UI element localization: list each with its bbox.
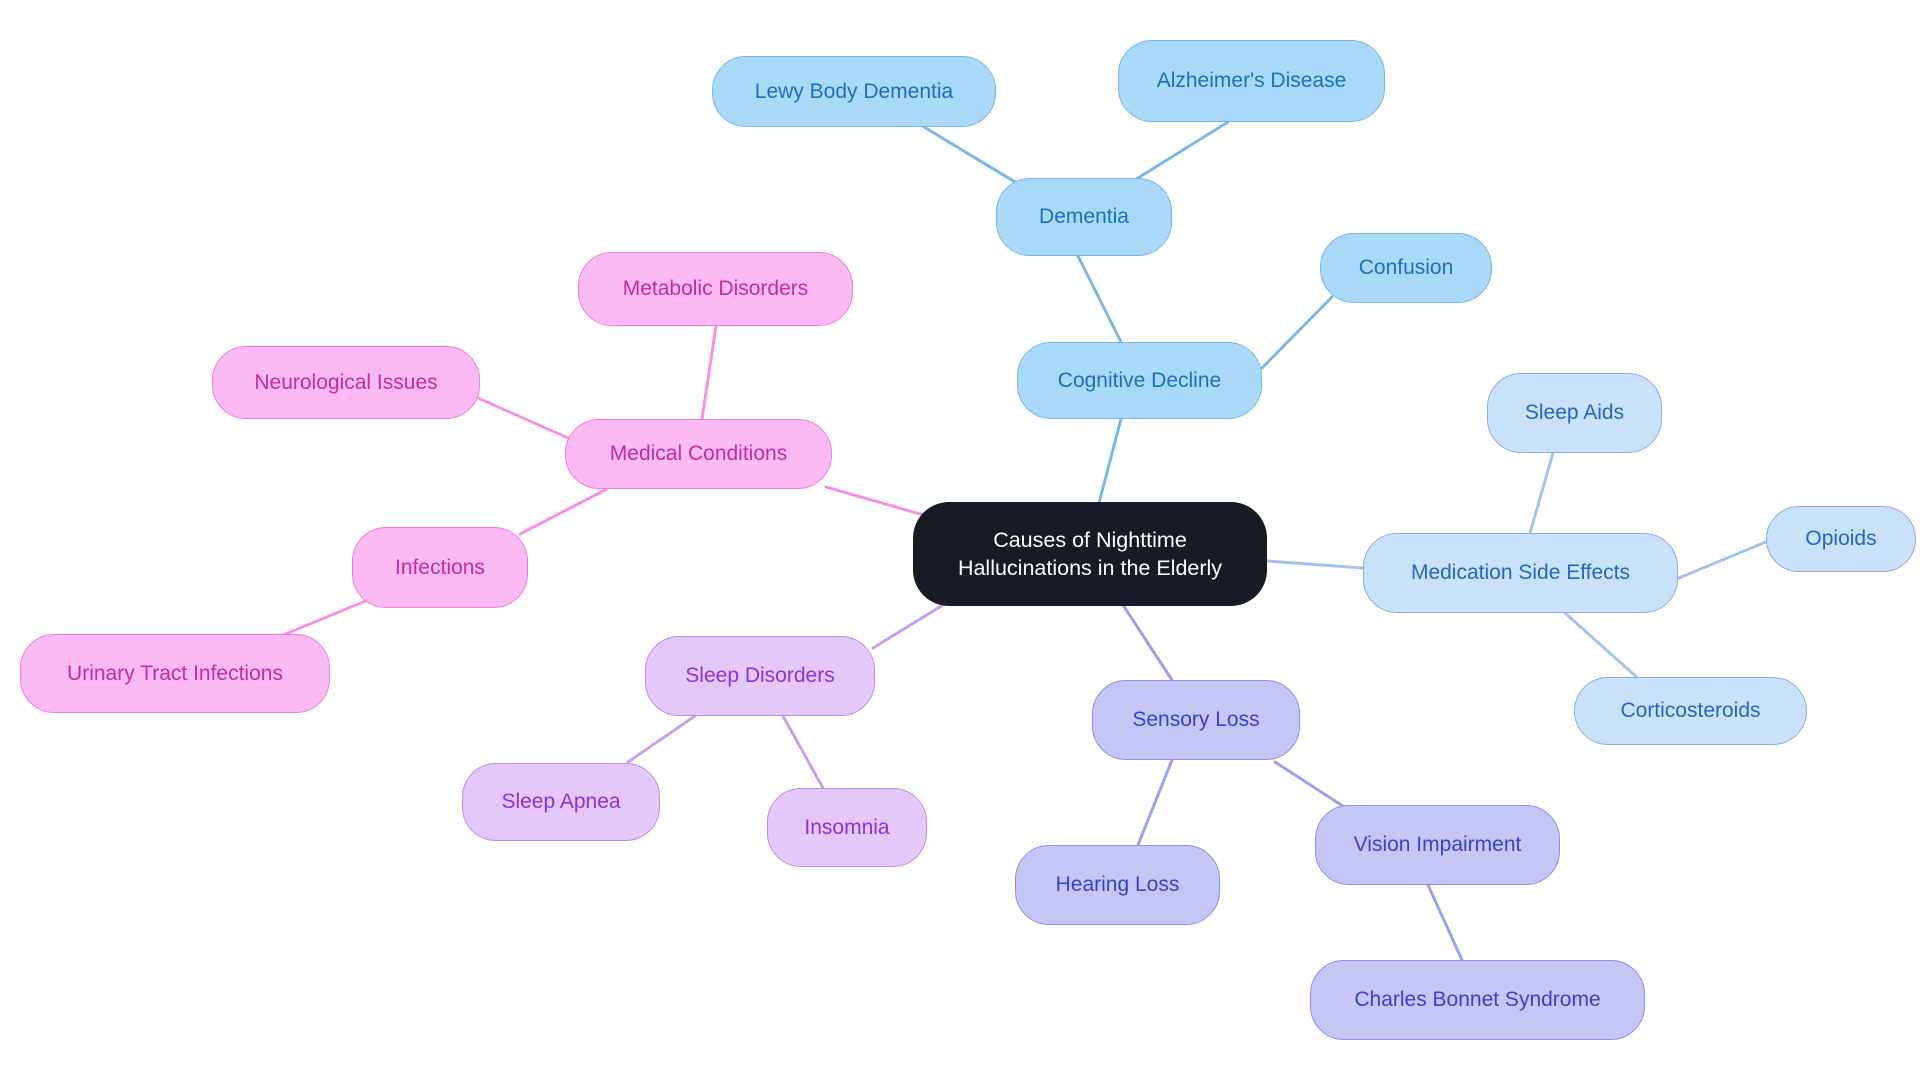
node-medical-conditions[interactable]: Medical Conditions	[565, 419, 832, 489]
node-alzheimers-disease[interactable]: Alzheimer's Disease	[1118, 40, 1385, 122]
edge-sensory-loss-vision-impairment	[1273, 760, 1354, 814]
edge-cognitive-decline-dementia	[1076, 254, 1123, 344]
node-cognitive-decline[interactable]: Cognitive Decline	[1017, 342, 1262, 419]
node-label: Hearing Loss	[1055, 873, 1180, 896]
node-infections[interactable]: Infections	[352, 527, 528, 608]
node-vision-impairment[interactable]: Vision Impairment	[1315, 805, 1560, 885]
node-sleep-aids[interactable]: Sleep Aids	[1487, 373, 1662, 453]
node-sensory-loss[interactable]: Sensory Loss	[1092, 680, 1300, 760]
node-label: Medication Side Effects	[1410, 561, 1631, 584]
node-label: Sensory Loss	[1132, 708, 1260, 731]
node-confusion[interactable]: Confusion	[1320, 233, 1492, 303]
node-dementia[interactable]: Dementia	[996, 178, 1172, 256]
node-metabolic-disorders[interactable]: Metabolic Disorders	[578, 252, 853, 326]
edge-center-medical-conditions	[824, 485, 936, 520]
edge-center-sleep-disorders	[871, 603, 945, 650]
edge-medication-opioids	[1672, 540, 1768, 582]
node-corticosteroids[interactable]: Corticosteroids	[1574, 677, 1807, 745]
node-label: Confusion	[1358, 256, 1454, 279]
node-opioids[interactable]: Opioids	[1766, 506, 1916, 572]
node-label: Sleep Apnea	[501, 790, 621, 813]
node-label: Infections	[395, 555, 485, 579]
node-label: Insomnia	[804, 815, 890, 839]
node-label: Urinary Tract Infections	[67, 661, 283, 685]
central-node-label: Causes of Nighttime Hallucinations in th…	[957, 527, 1223, 580]
node-sleep-apnea[interactable]: Sleep Apnea	[462, 763, 660, 841]
node-label: Sleep Aids	[1524, 401, 1625, 424]
edge-cognitive-decline-confusion	[1260, 295, 1334, 370]
edge-dementia-alzheimers-disease	[1128, 120, 1230, 185]
node-neurological-issues[interactable]: Neurological Issues	[212, 346, 480, 419]
node-label: Dementia	[1039, 205, 1129, 228]
node-label: Opioids	[1805, 527, 1877, 550]
node-urinary-tract-infections[interactable]: Urinary Tract Infections	[20, 634, 330, 713]
edge-medication-sleep-aids	[1528, 451, 1555, 535]
node-hearing-loss[interactable]: Hearing Loss	[1015, 845, 1220, 925]
edge-medical-neurological-issues	[476, 396, 570, 440]
edge-medical-infections	[518, 487, 609, 536]
edge-medical-metabolic-disorders	[700, 324, 718, 421]
node-label: Alzheimer's Disease	[1156, 69, 1347, 92]
edge-center-cognitive-decline	[1097, 417, 1123, 505]
node-label: Corticosteroids	[1620, 699, 1761, 722]
node-label: Vision Impairment	[1353, 833, 1522, 856]
node-label: Lewy Body Dementia	[754, 79, 954, 103]
edge-center-sensory-loss	[1121, 603, 1174, 682]
edge-dementia-lewy-body-dementia	[922, 125, 1022, 187]
node-label: Cognitive Decline	[1057, 368, 1222, 392]
node-label: Sleep Disorders	[685, 664, 835, 687]
node-lewy-body-dementia[interactable]: Lewy Body Dementia	[712, 56, 996, 127]
node-label: Charles Bonnet Syndrome	[1354, 988, 1601, 1011]
node-charles-bonnet-syndrome[interactable]: Charles Bonnet Syndrome	[1310, 960, 1645, 1040]
node-medication-side-effects[interactable]: Medication Side Effects	[1363, 533, 1678, 613]
edge-vision-impairment-charles-bonnet	[1426, 883, 1464, 962]
node-label: Metabolic Disorders	[622, 277, 809, 300]
edge-sensory-loss-hearing-loss	[1136, 758, 1174, 847]
edge-center-medication-side-effects	[1265, 559, 1365, 570]
node-insomnia[interactable]: Insomnia	[767, 788, 927, 867]
node-sleep-disorders[interactable]: Sleep Disorders	[645, 636, 875, 716]
edge-sleep-disorders-insomnia	[781, 714, 825, 790]
node-label: Neurological Issues	[254, 370, 438, 394]
node-label: Medical Conditions	[609, 442, 788, 465]
central-node-causes-of-nighttime-hallucinations[interactable]: Causes of Nighttime Hallucinations in th…	[913, 502, 1267, 606]
edge-medication-corticosteroids	[1563, 611, 1642, 682]
edge-sleep-disorders-sleep-apnea	[626, 714, 697, 764]
